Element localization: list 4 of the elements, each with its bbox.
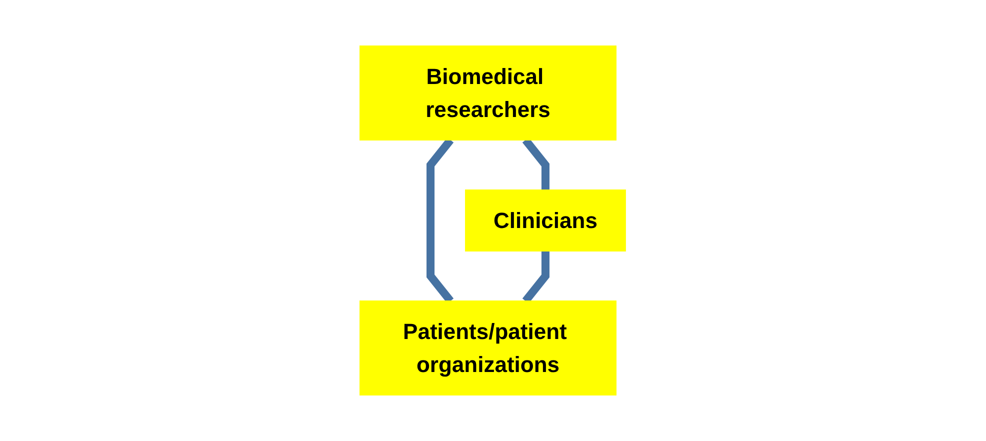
node-box: Biomedical researchers [360, 46, 617, 140]
node-box: Clinicians [465, 190, 626, 252]
node-box: Patients/patient organizations [360, 300, 617, 396]
connector [522, 138, 550, 190]
